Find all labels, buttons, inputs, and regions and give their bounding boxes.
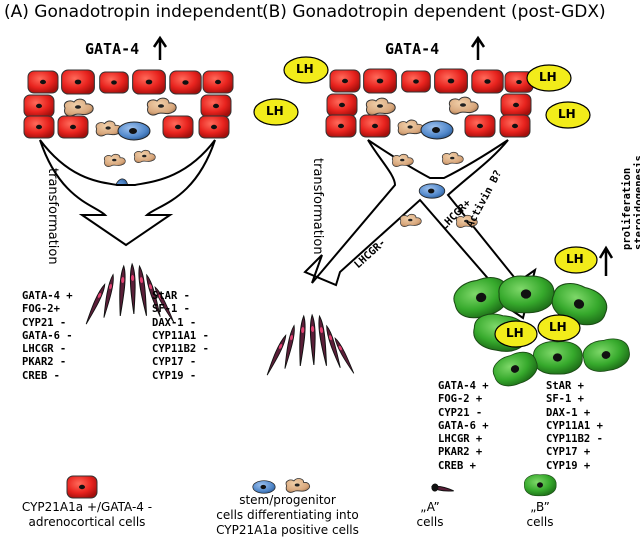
marker-item: CYP17 - (152, 356, 197, 369)
marker-item: CYP11A1 - (152, 329, 209, 342)
marker-item: SF-1 + (546, 393, 584, 406)
marker-item: DAX-1 - (152, 316, 197, 329)
lh-label-5: LH (566, 252, 584, 266)
lh-label-1: LH (296, 62, 314, 76)
legend-stem: stem/progenitor cells differentiating in… (200, 493, 375, 538)
legend-a-cells: „A” cells (405, 500, 455, 530)
proliferation-label: proliferation (621, 167, 633, 250)
a-left-marker-list: GATA-4 + FOG-2+ CYP21 - GATA-6 - LHCGR -… (22, 290, 73, 383)
marker-item: CYP17 + (546, 446, 591, 459)
marker-item: CYP11B2 - (152, 343, 209, 356)
legend-stem-line3: CYP21A1a positive cells (216, 523, 359, 537)
legend-stem-line2: cells differentiating into (216, 508, 359, 522)
marker-item: CREB - (22, 369, 60, 382)
marker-item: LHCGR - (22, 343, 67, 356)
marker-item: DAX-1 + (546, 406, 591, 419)
marker-item: PKAR2 - (22, 356, 67, 369)
marker-item: FOG-2 + (438, 393, 483, 406)
b-right-marker-list: StAR + SF-1 + DAX-1 + CYP11A1 + CYP11B2 … (546, 380, 603, 473)
panel-b-title: (B) Gonadotropin dependent (post-GDX) (262, 2, 606, 22)
marker-item: CYP21 - (438, 406, 483, 419)
legend-adrenocortical: CYP21A1a +/GATA-4 - adrenocortical cells (12, 500, 162, 530)
marker-item: CREB + (438, 459, 476, 472)
marker-item: StAR - (152, 290, 190, 302)
legend-adrenocortical-line1: CYP21A1a +/GATA-4 - (21, 500, 153, 514)
lh-hormones (253, 56, 598, 348)
panel-a-title: (A) Gonadotropin independent (4, 2, 264, 22)
marker-item: FOG-2+ (22, 303, 60, 316)
marker-item: CYP19 + (546, 459, 591, 472)
b-transformation-label: transformation (310, 158, 325, 255)
lh-label-4: LH (558, 107, 576, 121)
marker-item: GATA-4 + (22, 290, 73, 302)
legend-a-line2: cells (416, 515, 444, 529)
legend-stem-line1: stem/progenitor (239, 493, 336, 507)
marker-item: StAR + (546, 380, 584, 392)
b-gata-up-arrow (470, 35, 486, 60)
a-transformation-label: transformation (45, 168, 60, 265)
legend-b-line2: cells (526, 515, 554, 529)
marker-item: LHCGR + (438, 433, 483, 446)
a-gata-label: GATA-4 (85, 40, 140, 58)
b-cells-cluster-a (264, 314, 356, 377)
a-gata-up-arrow (152, 35, 168, 60)
b-adrenocortical-tissue (325, 68, 534, 140)
marker-item: PKAR2 + (438, 446, 483, 459)
a-transformation-arrow (39, 139, 216, 247)
legend-b-cells: „B” cells (515, 500, 565, 530)
a-right-marker-list: StAR - SF-1 - DAX-1 - CYP11A1 - CYP11B2 … (152, 290, 209, 383)
lh-label-3: LH (539, 70, 557, 84)
legend-icons (66, 474, 557, 499)
steroidogenesis-up-arrow (598, 245, 614, 276)
marker-item: GATA-6 - (22, 329, 73, 342)
marker-item: CYP21 - (22, 316, 67, 329)
b-left-marker-list: GATA-4 + FOG-2 + CYP21 - GATA-6 + LHCGR … (438, 380, 489, 473)
b-gata-label: GATA-4 (385, 40, 440, 58)
legend-b-line1: „B” (530, 500, 550, 514)
marker-item: CYP11A1 + (546, 419, 603, 432)
lh-label-7: LH (549, 320, 567, 334)
lh-label-2: LH (266, 104, 284, 118)
lh-label-6: LH (506, 326, 524, 340)
marker-item: SF-1 - (152, 303, 190, 316)
marker-item: GATA-6 + (438, 419, 489, 432)
legend-a-line1: „A” (420, 500, 440, 514)
steroidogenesis-label: steroidogenesis (633, 155, 640, 250)
legend-adrenocortical-line2: adrenocortical cells (28, 515, 146, 529)
marker-item: CYP19 - (152, 369, 197, 382)
marker-item: GATA-4 + (438, 380, 489, 392)
marker-item: CYP11B2 - (546, 433, 603, 446)
